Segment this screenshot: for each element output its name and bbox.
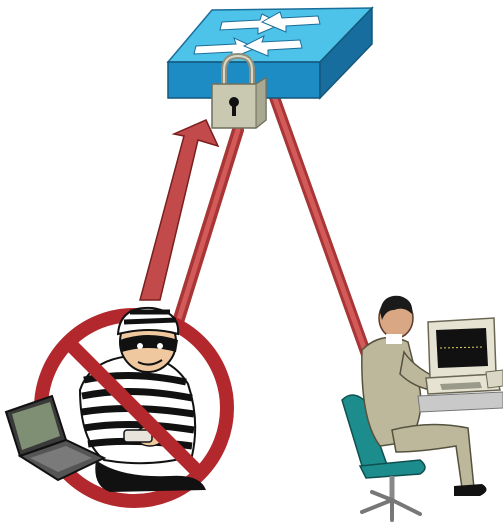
person-shoe [454, 484, 487, 496]
attacker-arrow [140, 120, 218, 300]
blocked-attacker-group [6, 308, 227, 501]
link-line-user-highlight [274, 96, 372, 370]
network-switch-icon [168, 8, 372, 98]
user-at-workstation-icon [342, 296, 503, 520]
person-collar [386, 334, 402, 344]
person-legs [392, 424, 474, 488]
computer-icon [426, 318, 503, 394]
desk [418, 392, 503, 412]
